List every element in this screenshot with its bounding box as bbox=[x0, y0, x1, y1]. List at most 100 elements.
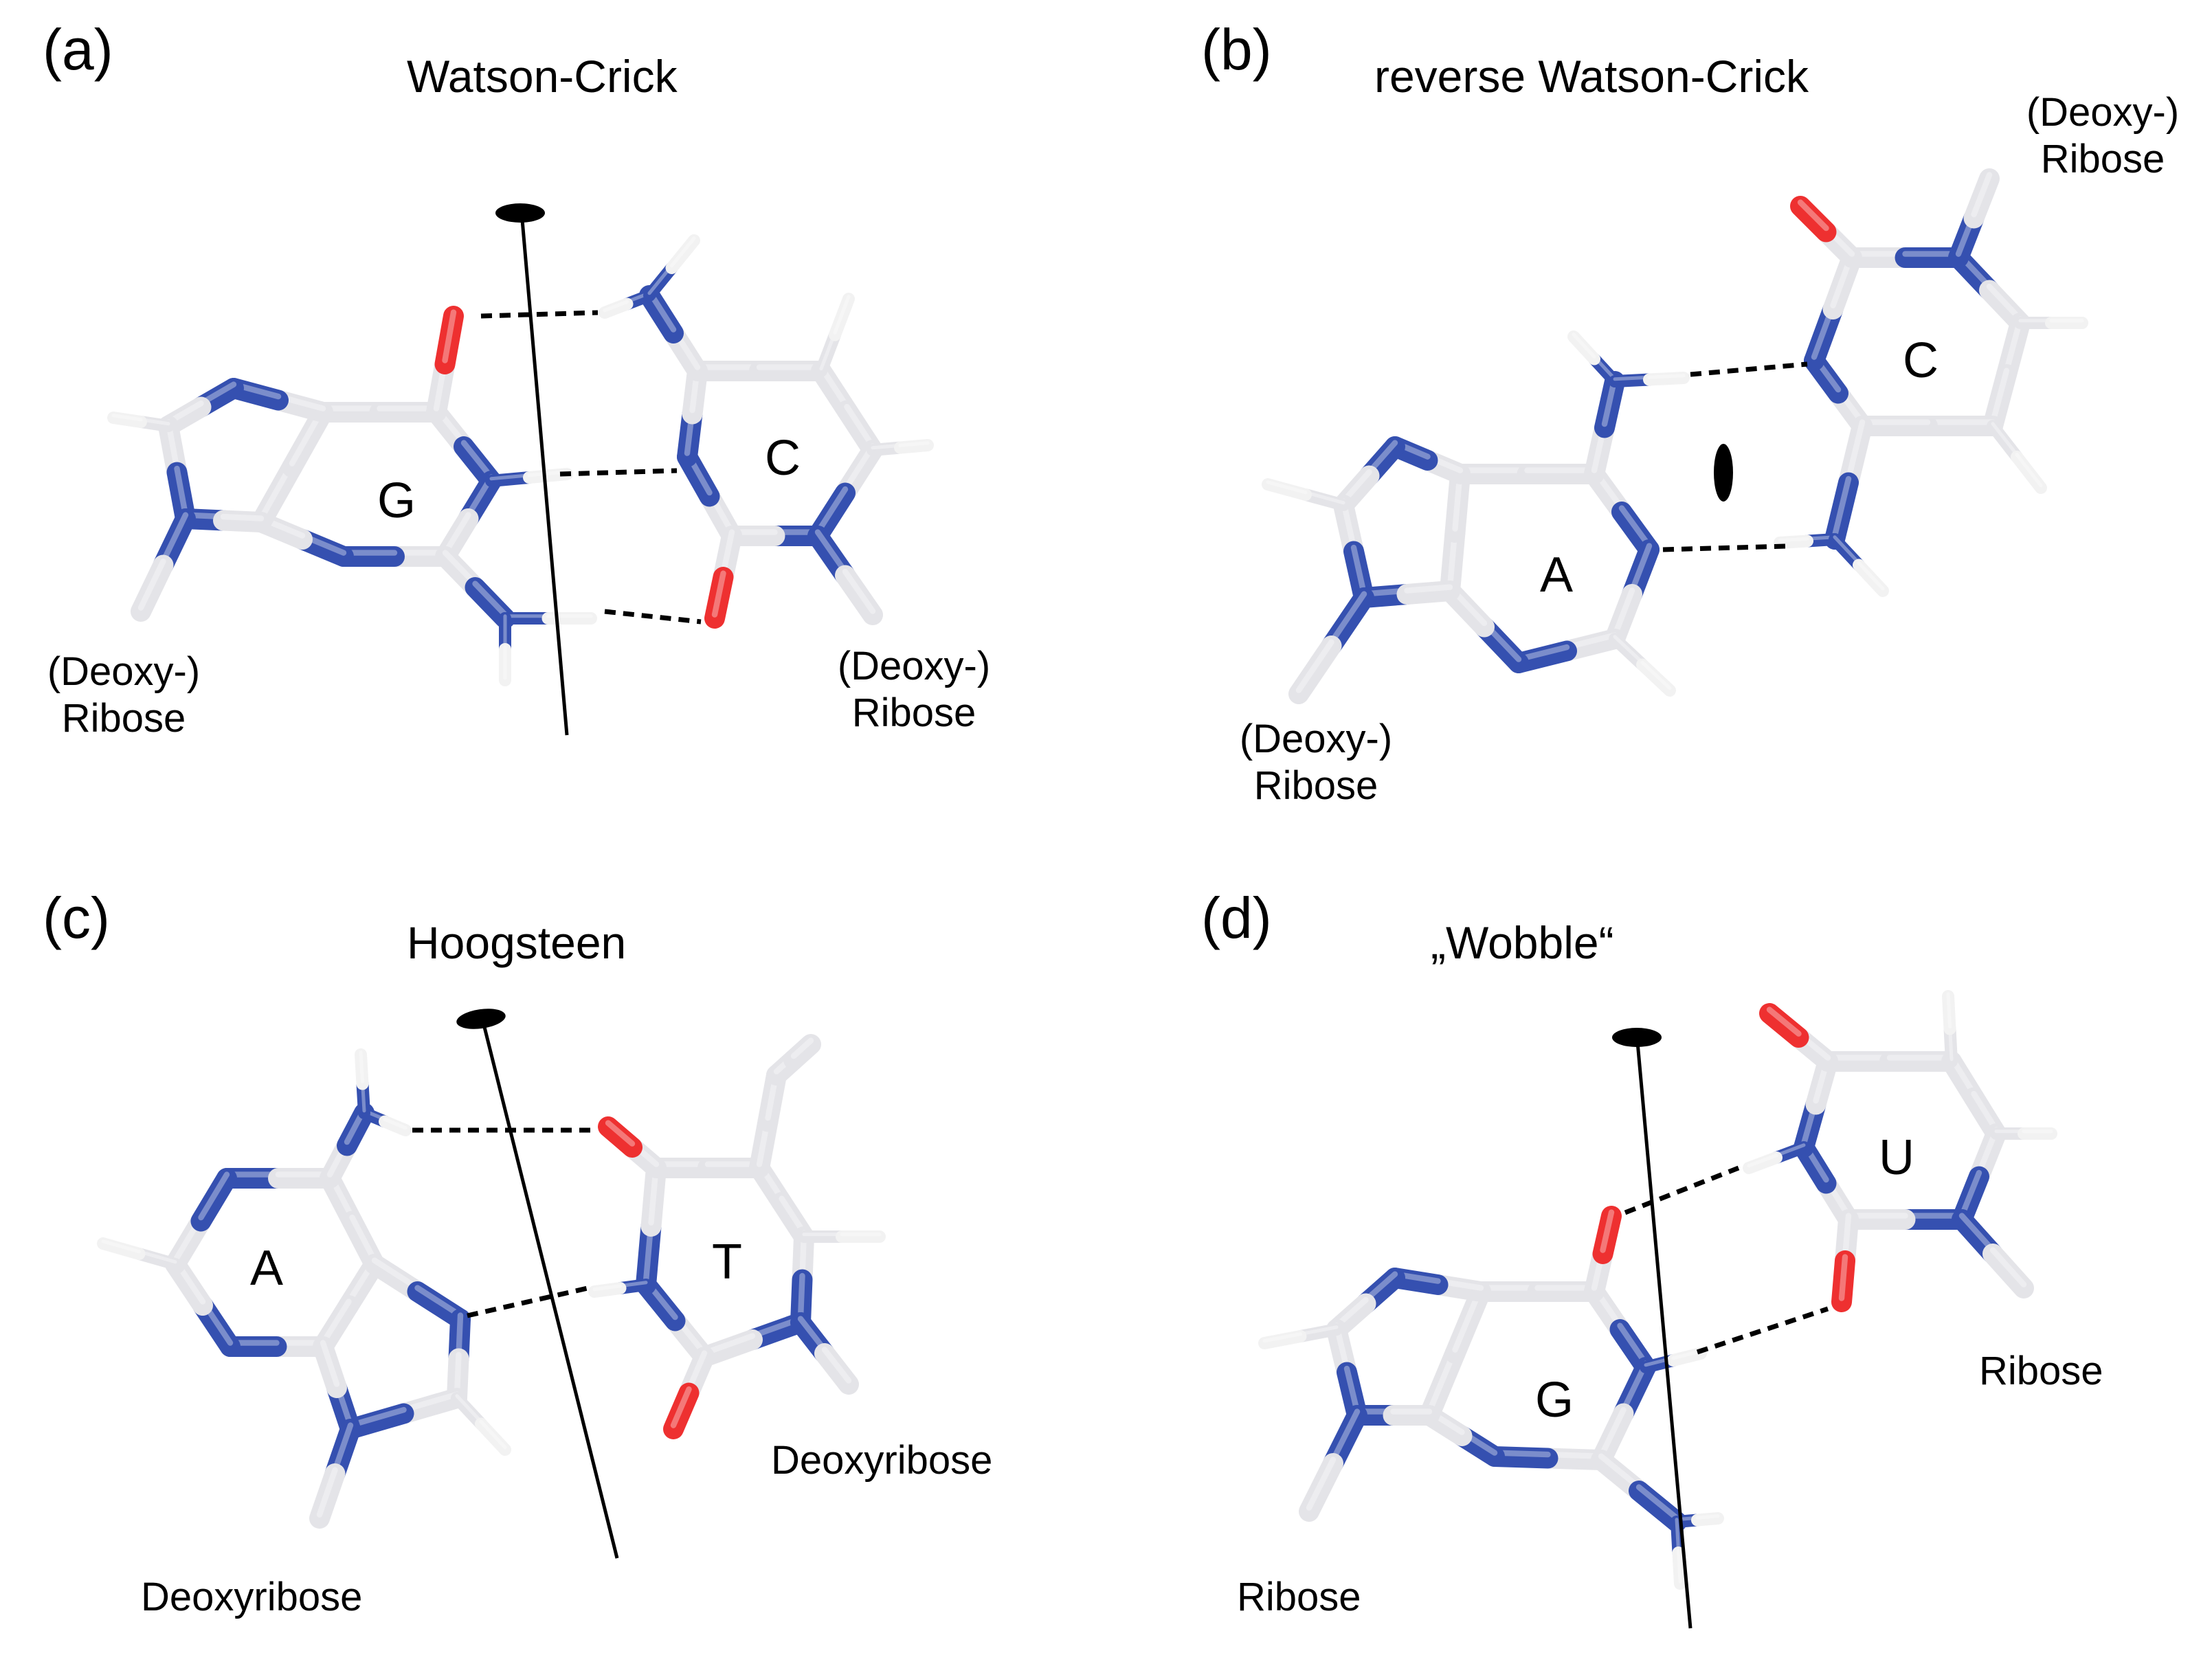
bond-highlight bbox=[592, 1284, 623, 1292]
bond-highlight bbox=[1671, 1349, 1703, 1360]
bond-stick bbox=[815, 328, 841, 377]
cytosine-molecule bbox=[1774, 168, 2088, 597]
bond-highlight bbox=[1598, 1453, 1642, 1490]
bond-highlight bbox=[472, 581, 509, 618]
bond-highlight bbox=[220, 513, 265, 521]
bond-highlight bbox=[442, 309, 457, 363]
uracil-molecule bbox=[1743, 990, 2057, 1312]
bond-highlight bbox=[1635, 1484, 1680, 1521]
bond-highlight bbox=[603, 300, 629, 313]
bond-stick bbox=[107, 412, 147, 428]
bond-stick bbox=[1592, 1206, 1622, 1264]
bond-highlight bbox=[720, 529, 735, 576]
bond-highlight bbox=[1640, 660, 1672, 690]
bond-highlight bbox=[489, 473, 531, 481]
panel-c-left-base-label: A bbox=[250, 1241, 284, 1296]
adenine-molecule bbox=[1262, 330, 1690, 704]
bond-stick bbox=[251, 457, 302, 532]
sugar-label-line: Ribose bbox=[1253, 763, 1378, 809]
bond-highlight bbox=[347, 1406, 407, 1428]
bond-stick bbox=[1262, 478, 1312, 501]
bond-stick bbox=[355, 1048, 369, 1090]
sugar-label-line: Ribose bbox=[1237, 1575, 1361, 1619]
bond-stick bbox=[663, 1382, 700, 1439]
bond-stick bbox=[1963, 168, 2000, 229]
bond-stick bbox=[704, 567, 734, 629]
bond-highlight bbox=[1676, 1549, 1682, 1584]
guanine-molecule bbox=[1258, 1206, 1724, 1590]
bond-stick bbox=[379, 1115, 412, 1136]
bond-highlight bbox=[316, 1467, 338, 1518]
bond-highlight bbox=[844, 403, 876, 449]
bond-stick bbox=[2011, 451, 2047, 494]
panel-d-right-sugar-label: Ribose bbox=[1979, 1348, 2103, 1395]
guanine-molecule bbox=[107, 306, 597, 686]
bond-highlight bbox=[1600, 1209, 1615, 1253]
bond-stick bbox=[1790, 196, 1837, 243]
panel-a-left-base-label: G bbox=[377, 473, 416, 528]
bond-stick bbox=[1636, 658, 1676, 697]
bond-highlight bbox=[1831, 475, 1852, 539]
panel-d-left-sugar-label: Ribose bbox=[1237, 1574, 1361, 1621]
panel-b-right-base-label: C bbox=[1903, 333, 1939, 388]
bond-highlight bbox=[460, 440, 495, 480]
bond-stick bbox=[1774, 535, 1813, 549]
bond-stick bbox=[434, 306, 464, 374]
bond-highlight bbox=[442, 512, 471, 556]
bond-highlight bbox=[1404, 584, 1453, 594]
bond-highlight bbox=[814, 486, 849, 535]
bond-highlight bbox=[1747, 1154, 1778, 1168]
panel-c-right-base-label: T bbox=[712, 1235, 742, 1290]
bond-highlight bbox=[1971, 172, 1993, 218]
bond-highlight bbox=[1766, 1007, 1802, 1037]
bond-stick bbox=[1982, 1244, 2034, 1298]
bond-stick bbox=[1853, 559, 1889, 597]
bond-highlight bbox=[1989, 368, 2010, 425]
bond-highlight bbox=[1946, 992, 1952, 1028]
panel-c-letter: (c) bbox=[43, 886, 110, 950]
bond-highlight bbox=[174, 465, 189, 518]
bond-stick bbox=[1667, 1347, 1707, 1367]
panel-d-right-base-label: U bbox=[1879, 1130, 1914, 1185]
bond-highlight bbox=[479, 1419, 507, 1450]
bond-stick bbox=[1824, 472, 1859, 550]
bond-highlight bbox=[1989, 1247, 2027, 1287]
hydrogen-bond bbox=[1690, 361, 1808, 377]
bond-highlight bbox=[1617, 1323, 1649, 1367]
symmetry-axis-marker bbox=[1612, 1028, 1662, 1047]
symmetry-axis-marker bbox=[1714, 444, 1733, 502]
bond-highlight bbox=[1695, 1514, 1720, 1520]
symmetry-axis-line bbox=[1635, 1042, 1692, 1629]
bond-stick bbox=[485, 471, 535, 487]
bond-highlight bbox=[1330, 1408, 1361, 1463]
bond-stick bbox=[465, 577, 515, 629]
bond-highlight bbox=[101, 1239, 142, 1254]
bond-stick bbox=[588, 1282, 627, 1298]
bond-highlight bbox=[605, 1120, 636, 1147]
bond-stick bbox=[1299, 1453, 1343, 1522]
panel-b-left-base-label: A bbox=[1540, 548, 1574, 603]
bond-highlight bbox=[401, 1391, 460, 1413]
panel-d-molecules bbox=[1258, 990, 2057, 1629]
bond-highlight bbox=[198, 1171, 230, 1221]
sugar-label-line: Deoxyribose bbox=[771, 1438, 993, 1483]
bond-highlight bbox=[332, 1422, 354, 1473]
panel-b-title: reverse Watson-Crick bbox=[1374, 51, 1809, 102]
bond-highlight bbox=[701, 1333, 756, 1356]
bond-highlight bbox=[320, 1298, 352, 1346]
bond-highlight bbox=[797, 1272, 805, 1322]
symmetry-axis-line bbox=[482, 1026, 619, 1559]
bond-highlight bbox=[1778, 537, 1809, 543]
bond-stick bbox=[190, 1168, 237, 1232]
bond-stick bbox=[1743, 1151, 1783, 1174]
bond-highlight bbox=[1266, 480, 1308, 495]
bond-stick bbox=[1288, 636, 1342, 704]
panel-a-right-sugar-label: (Deoxy-) Ribose bbox=[828, 643, 1000, 737]
thymine-molecule bbox=[588, 1034, 886, 1439]
bond-highlight bbox=[833, 295, 851, 335]
bond-highlight bbox=[814, 529, 849, 575]
panel-c-right-sugar-label: Deoxyribose bbox=[771, 1437, 992, 1484]
bond-highlight bbox=[414, 1285, 464, 1318]
bond-highlight bbox=[383, 1117, 407, 1130]
bond-highlight bbox=[1842, 1213, 1852, 1260]
